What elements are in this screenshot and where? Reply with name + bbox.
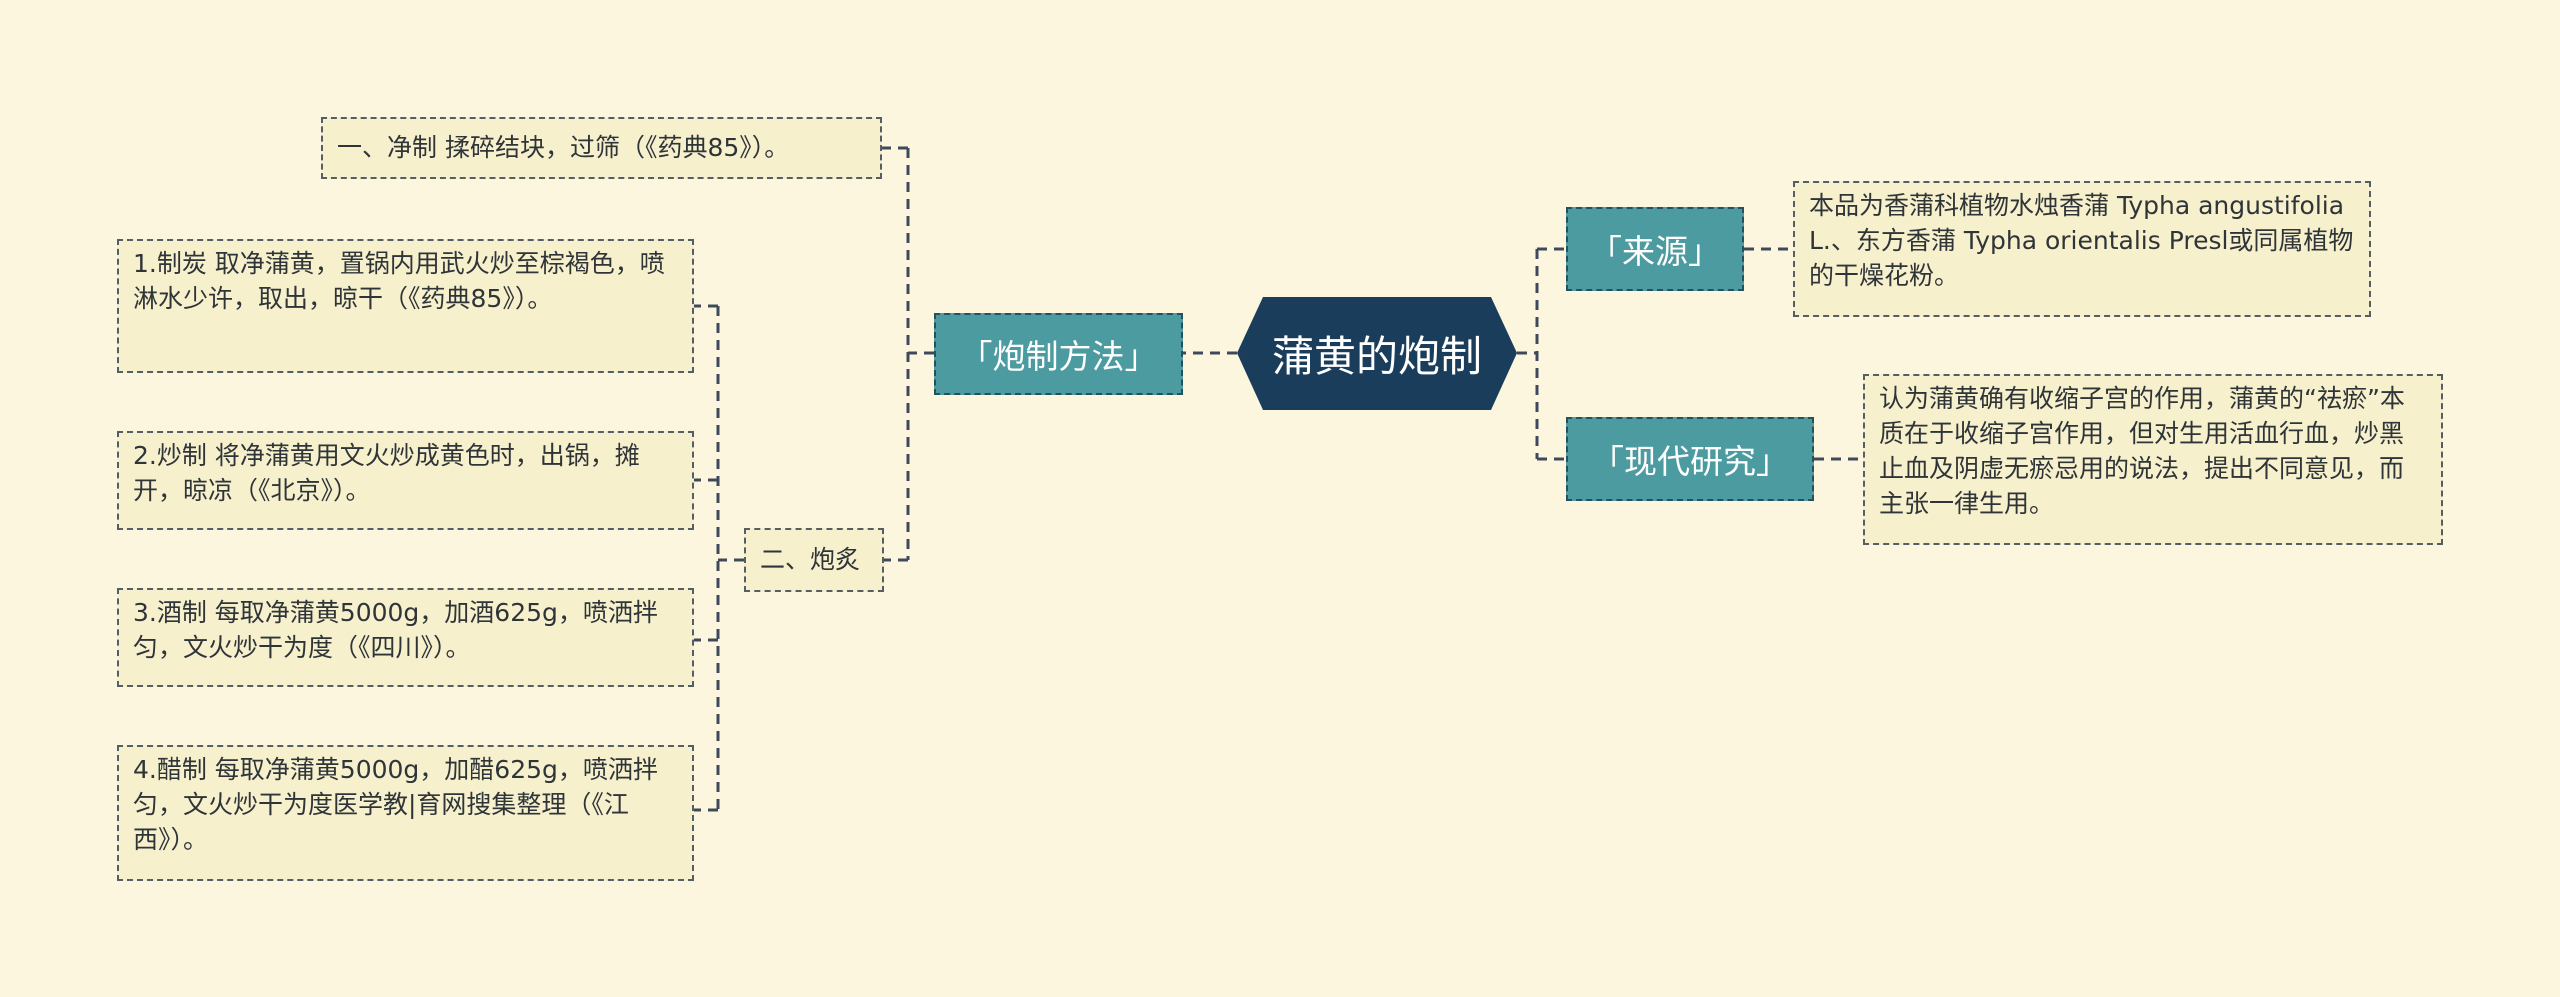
leaf-jiuzhi[interactable]: 3.酒制 每取净蒲黄5000g，加酒625g，喷洒拌匀，文火炒干为度（《四川》）…: [117, 588, 694, 687]
root-node[interactable]: 蒲黄的炮制: [1237, 297, 1517, 410]
leaf-jingzhi[interactable]: 一、净制 揉碎结块，过筛（《药典85》）。: [321, 117, 882, 179]
branch-laiyuan[interactable]: 「来源」: [1566, 207, 1744, 291]
subbranch-paozhi[interactable]: 二、炮炙: [744, 528, 884, 592]
leaf-laiyuan-text[interactable]: 本品为香蒲科植物水烛香蒲 Typha angustifolia L.、东方香蒲 …: [1793, 181, 2371, 317]
leaf-zhitan[interactable]: 1.制炭 取净蒲黄，置锅内用武火炒至棕褐色，喷淋水少许，取出，晾干（《药典85》…: [117, 239, 694, 373]
root-label: 蒲黄的炮制: [1271, 332, 1482, 381]
branch-paozhi-method[interactable]: 「炮制方法」: [934, 313, 1183, 395]
connector-paozhi-sub-children: [694, 304, 744, 812]
connector-root-right: [1517, 247, 1566, 461]
root-hexagon-shape: [1237, 297, 1517, 410]
connector-paozhi-children: [882, 146, 934, 562]
leaf-chaozhi[interactable]: 2.炒制 将净蒲黄用文火炒成黄色时，出锅，摊开，晾凉（《北京》）。: [117, 431, 694, 530]
leaf-xiandai-text[interactable]: 认为蒲黄确有收缩子宫的作用，蒲黄的“祛瘀”本质在于收缩子宫作用，但对生用活血行血…: [1863, 374, 2443, 545]
leaf-cuzhi[interactable]: 4.醋制 每取净蒲黄5000g，加醋625g，喷洒拌匀，文火炒干为度医学教|育网…: [117, 745, 694, 881]
branch-xiandai-research[interactable]: 「现代研究」: [1566, 417, 1814, 501]
